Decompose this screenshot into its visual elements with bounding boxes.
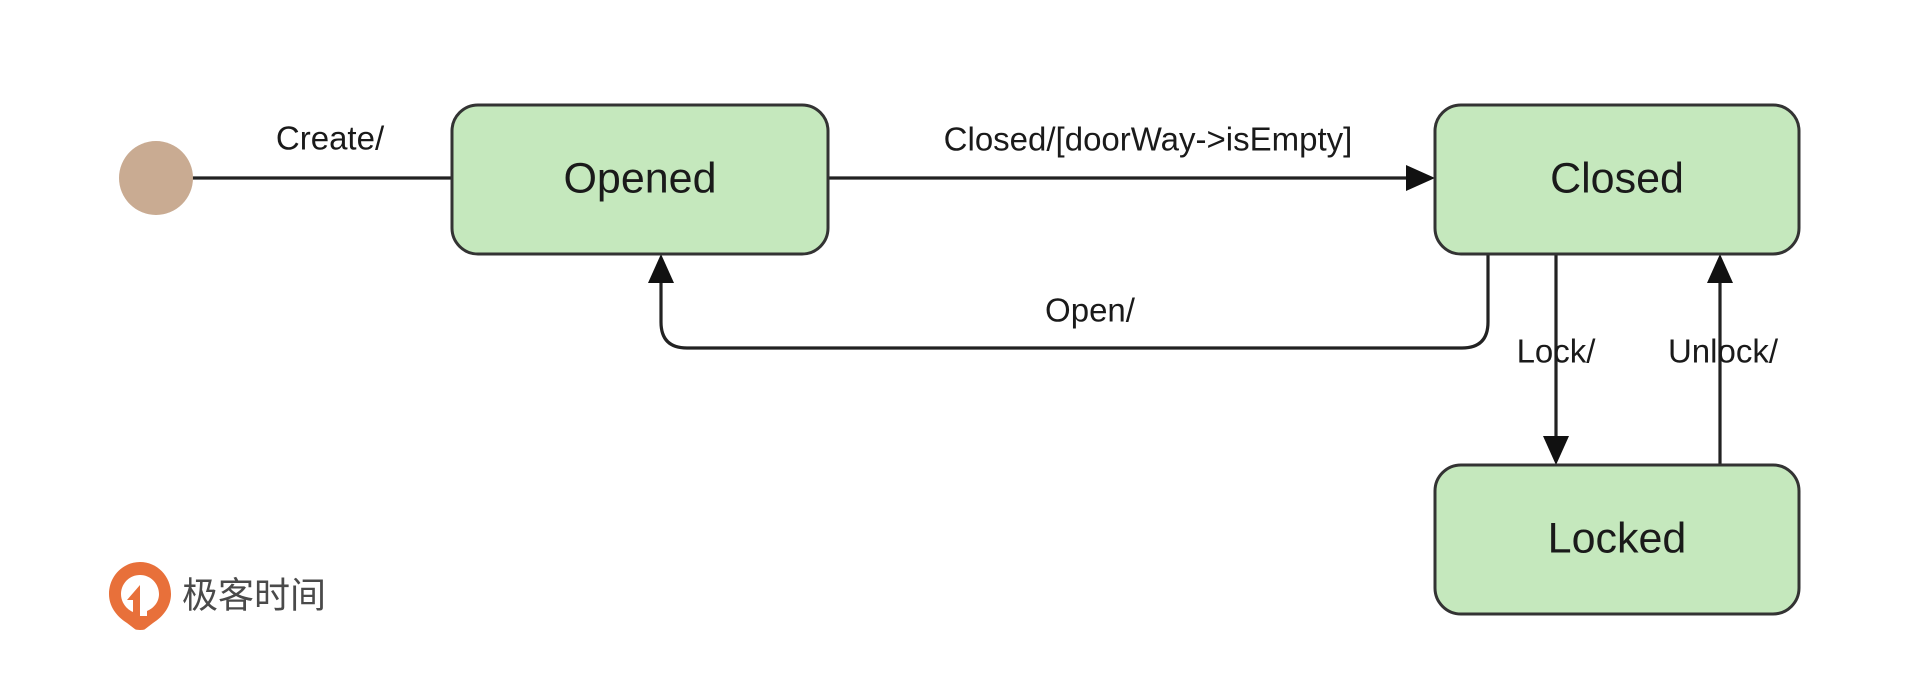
state-locked[interactable]: Locked <box>1433 463 1801 616</box>
state-initial[interactable] <box>119 141 193 215</box>
logo-notch-shape <box>118 620 162 634</box>
transition-open-label: Open/ <box>1045 292 1136 329</box>
transition-unlock-arrowhead <box>1707 254 1733 283</box>
geektime-brand-text: 极客时间 <box>182 575 326 616</box>
geektime-watermark: 极客时间 <box>109 562 326 634</box>
transition-create[interactable]: Create/ <box>192 120 480 191</box>
state-locked-box <box>1433 463 1801 616</box>
transition-open-arrowhead <box>648 254 674 283</box>
state-opened-label: Opened <box>563 154 716 202</box>
transition-closed-label: Closed/[doorWay->isEmpty] <box>944 121 1353 158</box>
logo-arrow-shape <box>121 575 159 616</box>
geektime-logo-icon <box>109 562 171 634</box>
transition-lock-label: Lock/ <box>1517 333 1597 370</box>
state-opened[interactable]: Opened <box>450 103 830 256</box>
transition-closed-arrowhead <box>1406 165 1435 191</box>
transition-open-path <box>659 254 1490 350</box>
transition-create-label: Create/ <box>276 120 385 157</box>
initial-state-circle <box>119 141 193 215</box>
state-closed-box <box>1433 103 1801 256</box>
transition-unlock-label: Unlock/ <box>1668 333 1779 370</box>
transition-lock-arrowhead <box>1543 436 1569 465</box>
transition-open[interactable]: Open/ <box>648 254 1490 350</box>
transition-lock[interactable]: Lock/ <box>1517 254 1597 465</box>
state-closed-label: Closed <box>1550 154 1684 202</box>
transition-unlock[interactable]: Unlock/ <box>1668 254 1779 465</box>
state-opened-box <box>450 103 830 256</box>
transition-closed[interactable]: Closed/[doorWay->isEmpty] <box>828 121 1435 191</box>
state-closed[interactable]: Closed <box>1433 103 1801 256</box>
state-locked-label: Locked <box>1548 514 1687 562</box>
